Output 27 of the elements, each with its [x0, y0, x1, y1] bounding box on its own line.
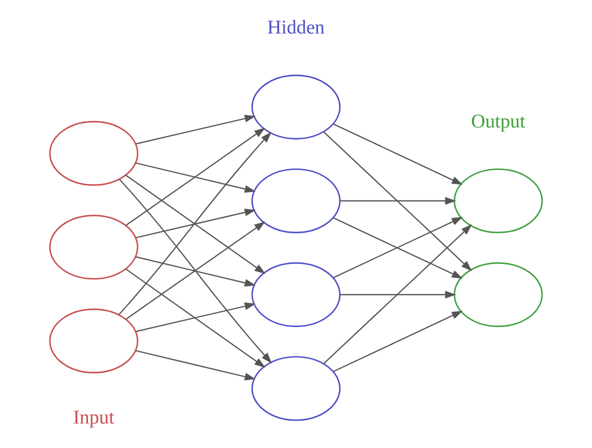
node-ellipse — [454, 168, 543, 234]
label: Input — [73, 408, 114, 429]
arrow — [125, 174, 266, 274]
arrow — [136, 114, 256, 144]
arrow — [136, 162, 256, 193]
arrow — [126, 222, 266, 320]
arrow — [126, 128, 266, 226]
node-ellipse — [454, 262, 543, 328]
label: Hidden — [267, 18, 325, 39]
arrow — [136, 256, 256, 287]
arrow — [323, 224, 472, 364]
node-ellipse — [49, 214, 138, 280]
arrow — [119, 179, 272, 364]
node-ellipse — [49, 120, 138, 186]
arrow — [333, 123, 463, 185]
arrow — [323, 132, 472, 272]
arrow — [136, 208, 256, 238]
arrow — [118, 132, 272, 315]
label: Output — [471, 112, 526, 132]
arrow — [340, 197, 456, 205]
node-ellipse — [251, 168, 341, 234]
arrow — [136, 350, 256, 380]
arrow — [333, 310, 463, 372]
arrow — [340, 290, 456, 299]
arrow — [125, 268, 266, 368]
node-ellipse — [49, 308, 138, 374]
arrow — [136, 302, 256, 332]
